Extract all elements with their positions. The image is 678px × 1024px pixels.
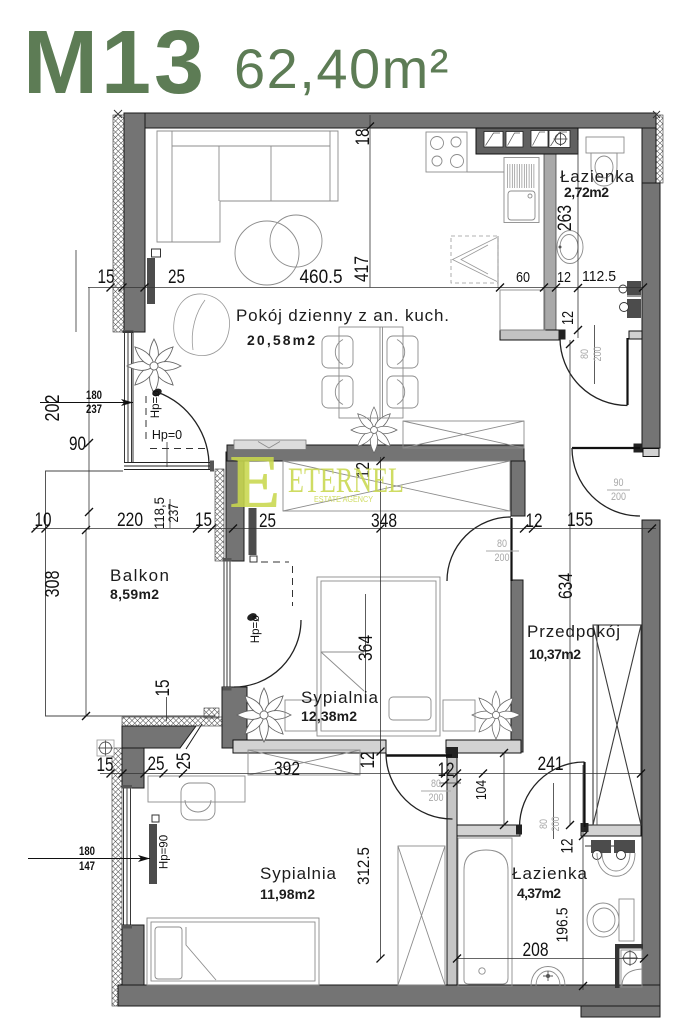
svg-text:12,38m2: 12,38m2 [301, 708, 357, 724]
svg-text:60: 60 [516, 269, 530, 286]
svg-text:ETERNEL: ETERNEL [288, 460, 404, 500]
svg-text:237: 237 [165, 503, 181, 522]
svg-text:Hp=ø: Hp=ø [250, 615, 262, 643]
svg-text:208: 208 [523, 940, 549, 961]
svg-text:220: 220 [117, 510, 143, 531]
svg-text:4,37m2: 4,37m2 [517, 885, 561, 901]
svg-text:237: 237 [86, 402, 102, 416]
svg-text:Łazienka: Łazienka [512, 864, 588, 883]
svg-text:2,72m2: 2,72m2 [564, 184, 609, 200]
svg-text:180: 180 [86, 388, 102, 402]
svg-text:10: 10 [35, 510, 52, 531]
svg-text:80: 80 [431, 778, 441, 790]
svg-text:200: 200 [429, 792, 444, 804]
svg-text:Łazienka: Łazienka [560, 167, 635, 186]
svg-text:80: 80 [538, 819, 550, 829]
svg-text:62,40m²: 62,40m² [234, 37, 450, 100]
svg-text:147: 147 [79, 859, 95, 873]
svg-text:E: E [230, 440, 281, 524]
svg-text:8,59m2: 8,59m2 [110, 586, 159, 602]
svg-text:155: 155 [567, 510, 593, 531]
svg-text:25: 25 [259, 511, 276, 532]
svg-text:12: 12 [526, 511, 543, 532]
svg-text:Hp=90: Hp=90 [159, 835, 171, 869]
svg-text:25: 25 [148, 754, 165, 775]
svg-text:12: 12 [353, 462, 373, 478]
svg-text:80: 80 [579, 349, 591, 359]
svg-text:348: 348 [371, 511, 397, 532]
svg-text:Hp=0: Hp=0 [152, 428, 182, 442]
svg-text:202: 202 [42, 395, 64, 422]
svg-text:392: 392 [274, 759, 300, 780]
svg-text:Hp=ø: Hp=ø [150, 390, 162, 418]
svg-text:25: 25 [168, 267, 185, 288]
svg-text:15: 15 [98, 267, 115, 288]
svg-text:18: 18 [353, 129, 374, 146]
svg-text:11,98m2: 11,98m2 [260, 886, 315, 902]
svg-text:200: 200 [550, 817, 562, 832]
svg-text:10,37m2: 10,37m2 [529, 646, 581, 662]
svg-text:90: 90 [614, 477, 624, 489]
svg-text:118,5: 118,5 [151, 497, 167, 529]
svg-text:80: 80 [497, 538, 507, 550]
svg-text:M13: M13 [23, 13, 207, 113]
svg-text:308: 308 [42, 571, 64, 598]
svg-text:241: 241 [538, 754, 564, 775]
svg-text:15: 15 [195, 510, 212, 531]
svg-text:90: 90 [69, 434, 86, 455]
svg-text:15: 15 [153, 680, 174, 697]
svg-text:417: 417 [352, 256, 373, 282]
svg-text:112.5: 112.5 [582, 268, 616, 285]
svg-text:364: 364 [356, 635, 377, 661]
svg-text:634: 634 [556, 573, 577, 599]
svg-text:12: 12 [557, 269, 571, 286]
svg-text:312.5: 312.5 [354, 847, 373, 885]
svg-text:263: 263 [555, 205, 576, 231]
svg-text:Sypialnia: Sypialnia [260, 864, 337, 883]
svg-text:196.5: 196.5 [555, 908, 572, 943]
svg-text:200: 200 [611, 491, 626, 503]
svg-text:12: 12 [560, 311, 577, 325]
svg-text:12: 12 [438, 760, 455, 781]
svg-text:200: 200 [592, 347, 604, 362]
svg-text:180: 180 [79, 844, 95, 858]
svg-text:25: 25 [174, 753, 195, 770]
svg-text:104: 104 [473, 780, 490, 800]
svg-text:Balkon: Balkon [110, 566, 169, 585]
svg-text:15: 15 [97, 755, 114, 776]
svg-text:12: 12 [558, 839, 577, 854]
svg-text:Sypialnia: Sypialnia [301, 688, 379, 707]
svg-text:200: 200 [495, 552, 510, 564]
svg-text:ESTATE AGENCY: ESTATE AGENCY [314, 494, 373, 504]
svg-text:Przedpokój: Przedpokój [527, 622, 620, 641]
svg-text:460.5: 460.5 [300, 267, 343, 288]
svg-text:Pokój dzienny z an. kuch.: Pokój dzienny z an. kuch. [236, 306, 449, 325]
svg-text:12: 12 [358, 752, 379, 769]
